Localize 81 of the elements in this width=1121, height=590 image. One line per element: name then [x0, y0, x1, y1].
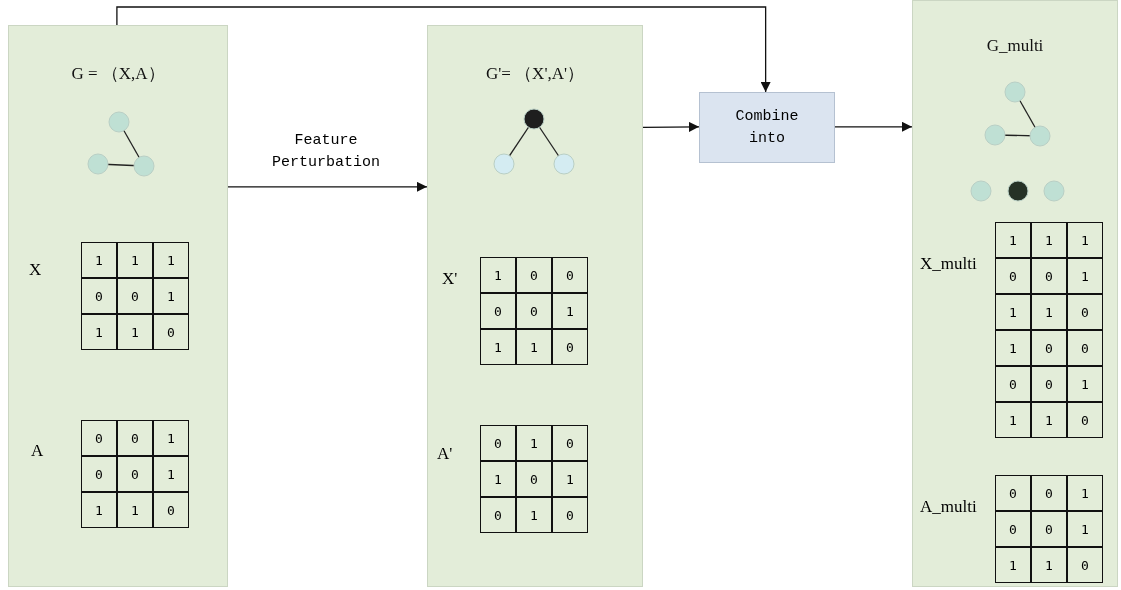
matrix-cell: 1 [516, 497, 552, 533]
matrix-cell: 0 [516, 293, 552, 329]
matrix-cell: 0 [1031, 258, 1067, 294]
matrix-cell: 1 [995, 402, 1031, 438]
matrix-cell: 0 [117, 456, 153, 492]
matrix-cell: 0 [117, 278, 153, 314]
matrix-cell: 1 [552, 461, 588, 497]
matrix-cell: 0 [1031, 330, 1067, 366]
matrix-cell: 1 [1031, 547, 1067, 583]
matrix-cell: 0 [995, 366, 1031, 402]
matrix-cell: 0 [1067, 330, 1103, 366]
panel-title: G = （X,A） [71, 63, 165, 85]
matrix-cell: 1 [153, 278, 189, 314]
process-box [699, 92, 835, 163]
matrix-cell: 1 [1067, 511, 1103, 547]
matrix-cell: 0 [1031, 511, 1067, 547]
matrix-cell: 1 [117, 242, 153, 278]
graph-panel [8, 25, 228, 587]
matrix-cell: 1 [1067, 475, 1103, 511]
matrix-label: X_multi [920, 254, 977, 274]
matrix-cell: 1 [117, 314, 153, 350]
matrix-cell: 1 [480, 461, 516, 497]
matrix-cell: 1 [81, 242, 117, 278]
matrix-label: A_multi [920, 497, 977, 517]
matrix-cell: 1 [552, 293, 588, 329]
arrow [116, 6, 771, 93]
matrix-cell: 1 [153, 242, 189, 278]
matrix-cell: 0 [480, 425, 516, 461]
matrix-cell: 0 [516, 257, 552, 293]
matrix-cell: 0 [1031, 475, 1067, 511]
matrix-cell: 1 [81, 314, 117, 350]
matrix-cell: 0 [153, 492, 189, 528]
matrix-cell: 1 [516, 425, 552, 461]
matrix-cell: 0 [552, 497, 588, 533]
matrix-cell: 0 [516, 461, 552, 497]
matrix-cell: 0 [995, 258, 1031, 294]
matrix-cell: 0 [1067, 402, 1103, 438]
matrix-cell: 1 [1067, 258, 1103, 294]
matrix-cell: 1 [480, 329, 516, 365]
arrow [642, 121, 700, 132]
matrix-cell: 0 [1067, 294, 1103, 330]
matrix-cell: 1 [480, 257, 516, 293]
matrix-cell: 0 [117, 420, 153, 456]
matrix-cell: 1 [1031, 222, 1067, 258]
matrix-cell: 1 [1067, 222, 1103, 258]
matrix-cell: 1 [153, 456, 189, 492]
matrix-cell: 1 [995, 547, 1031, 583]
matrix-cell: 1 [995, 294, 1031, 330]
matrix-cell: 1 [153, 420, 189, 456]
matrix-cell: 0 [480, 293, 516, 329]
panel-title: G_multi [986, 36, 1044, 56]
matrix-cell: 1 [1067, 366, 1103, 402]
graph-panel [427, 25, 643, 587]
matrix-cell: 0 [995, 511, 1031, 547]
matrix-cell: 0 [1067, 547, 1103, 583]
matrix-cell: 0 [81, 278, 117, 314]
matrix-cell: 0 [995, 475, 1031, 511]
matrix-cell: 1 [995, 222, 1031, 258]
matrix-label: X' [442, 269, 458, 289]
matrix-cell: 0 [81, 420, 117, 456]
matrix-label: A' [437, 444, 453, 464]
matrix-cell: 0 [552, 329, 588, 365]
matrix-cell: 1 [516, 329, 552, 365]
matrix-cell: 1 [1031, 402, 1067, 438]
matrix-cell: 0 [552, 425, 588, 461]
matrix-cell: 1 [117, 492, 153, 528]
process-label: Combine into [734, 106, 800, 149]
matrix-cell: 0 [552, 257, 588, 293]
matrix-cell: 0 [480, 497, 516, 533]
matrix-cell: 1 [995, 330, 1031, 366]
arrow [227, 181, 428, 192]
matrix-cell: 0 [153, 314, 189, 350]
matrix-cell: 1 [81, 492, 117, 528]
matrix-label: X [29, 260, 42, 280]
matrix-cell: 1 [1031, 294, 1067, 330]
matrix-cell: 0 [1031, 366, 1067, 402]
graph-panel [912, 0, 1118, 587]
arrow [834, 121, 913, 132]
matrix-cell: 0 [81, 456, 117, 492]
matrix-label: A [31, 441, 44, 461]
panel-title: G'= （X',A'） [485, 63, 585, 85]
